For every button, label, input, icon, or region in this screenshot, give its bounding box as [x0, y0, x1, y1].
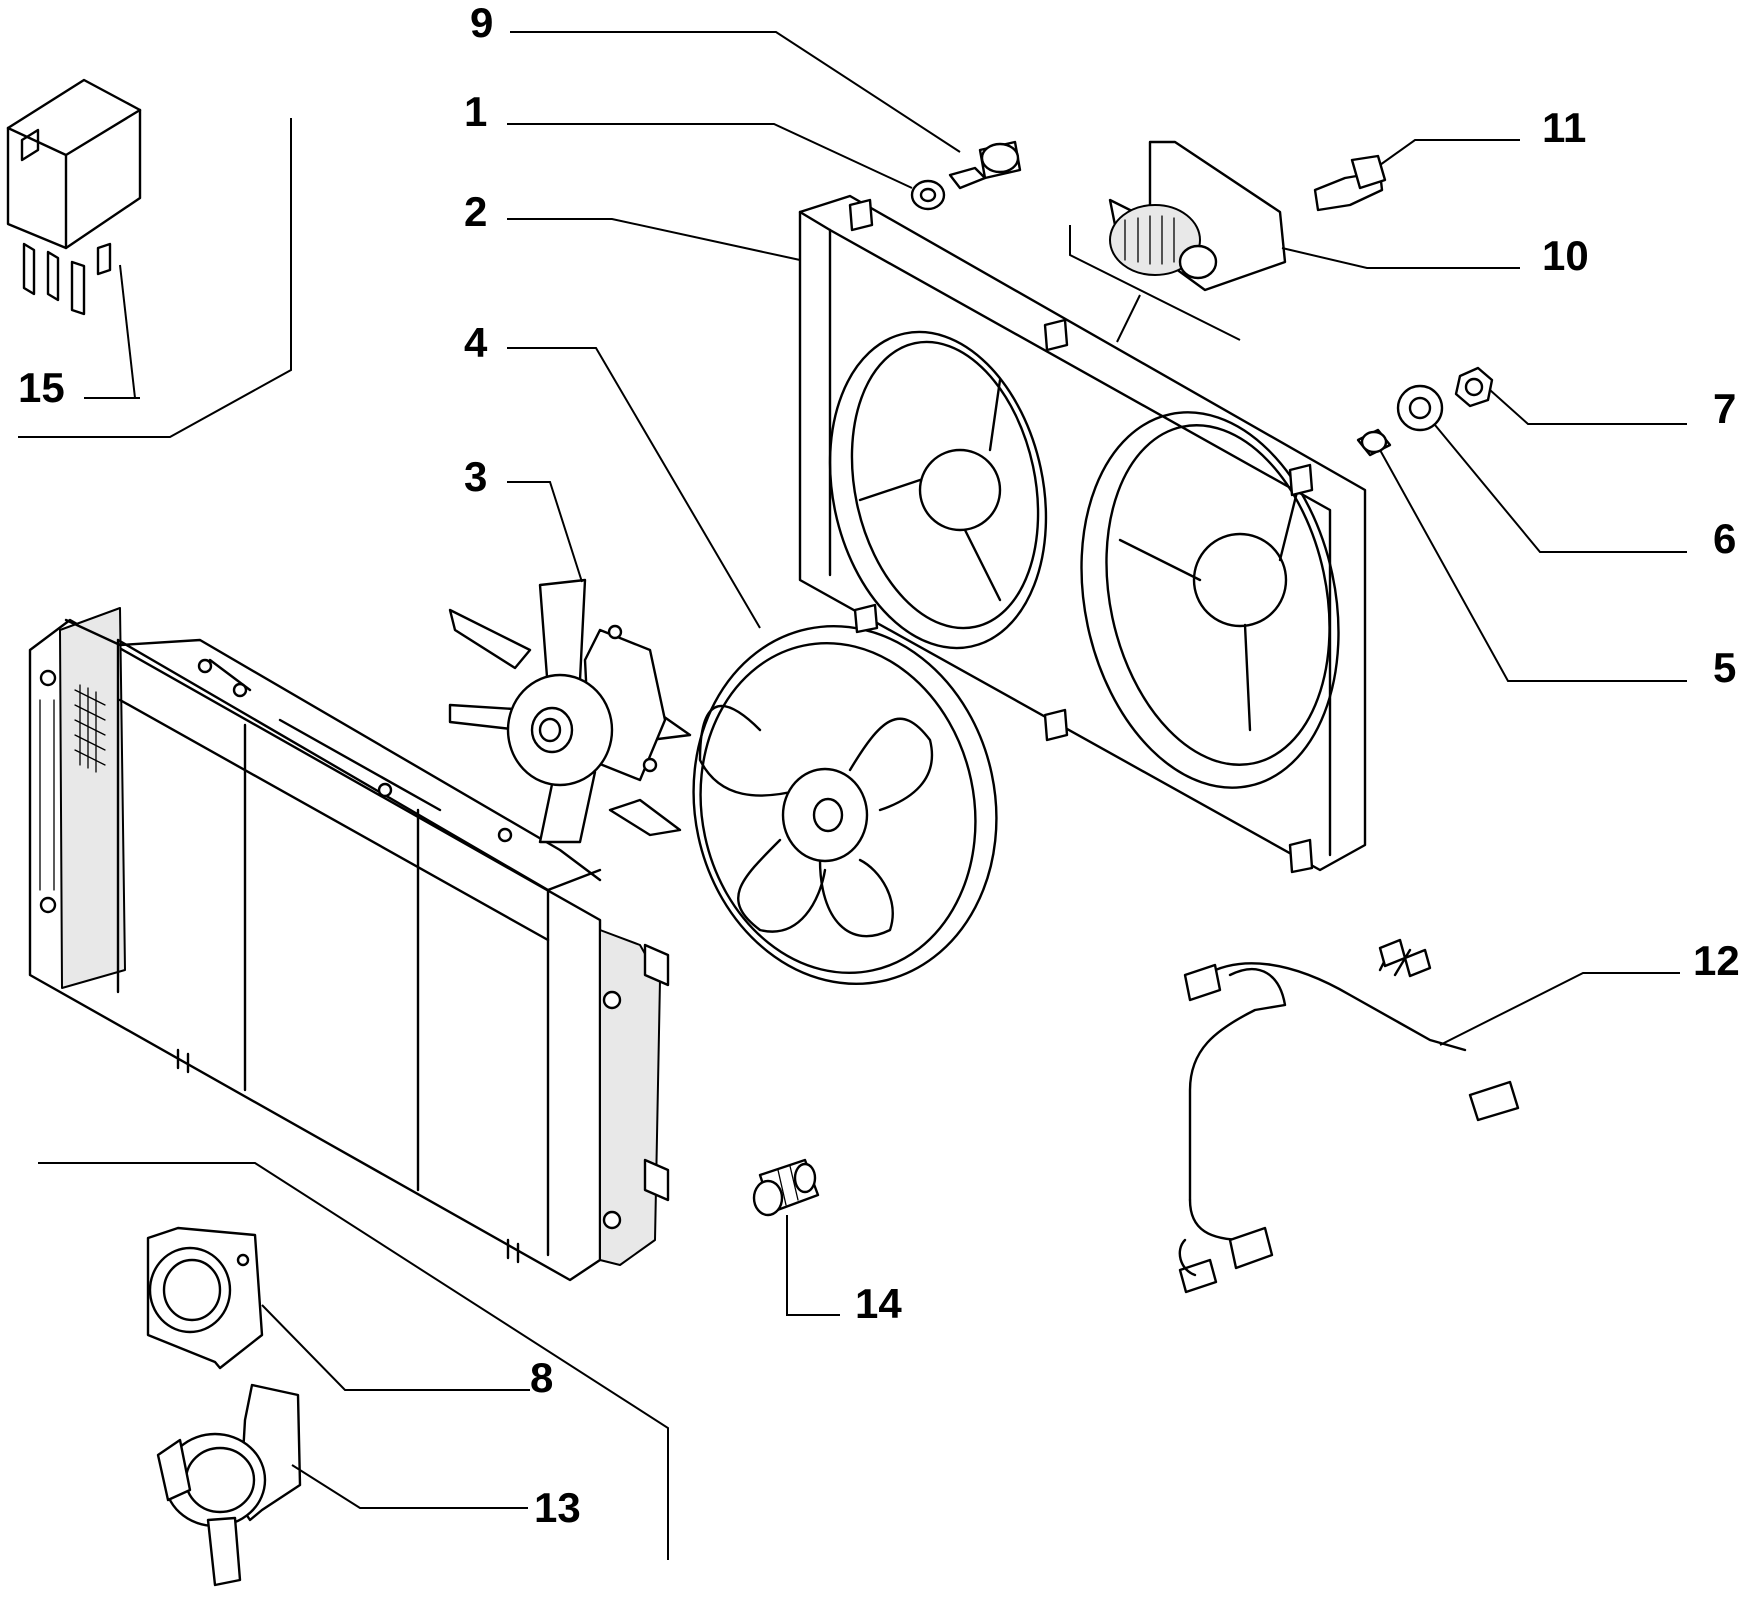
radiator-part — [28, 607, 670, 1282]
callout-4: 4 — [464, 319, 488, 366]
callout-10: 10 — [1542, 232, 1589, 279]
fan-shroud-part — [798, 194, 1367, 874]
clip-part-13 — [156, 1383, 302, 1587]
nut-part-7 — [1454, 366, 1494, 408]
callout-6: 6 — [1713, 515, 1736, 562]
callout-5: 5 — [1713, 644, 1736, 691]
spacer-part-5 — [1356, 428, 1392, 457]
washer-part-1 — [910, 179, 946, 211]
leader-lines — [84, 31, 1687, 1509]
callout-7: 7 — [1713, 385, 1736, 432]
wiring-harness-part — [1178, 938, 1520, 1294]
screw-part-9 — [948, 140, 1022, 190]
sensor-part-14 — [752, 1158, 820, 1217]
callout-14: 14 — [855, 1280, 902, 1327]
small-fan-part — [448, 578, 692, 844]
relay-part — [6, 78, 142, 316]
callout-1: 1 — [464, 88, 487, 135]
callout-2: 2 — [464, 188, 487, 235]
bolt-part-11 — [1313, 154, 1387, 212]
grommet-part-6 — [1396, 384, 1444, 432]
large-fan-part — [692, 624, 998, 986]
callout-11: 11 — [1542, 104, 1586, 151]
callout-3: 3 — [464, 453, 487, 500]
callout-13: 13 — [534, 1484, 581, 1531]
callout-15: 15 — [18, 364, 65, 411]
resistor-part — [1108, 140, 1287, 292]
callout-labels: 9 1 2 4 3 11 10 7 6 5 12 15 8 13 14 — [18, 0, 1740, 1531]
bracket-part-8 — [146, 1226, 264, 1370]
callout-12: 12 — [1693, 937, 1740, 984]
callout-8: 8 — [530, 1354, 553, 1401]
callout-9: 9 — [470, 0, 493, 46]
